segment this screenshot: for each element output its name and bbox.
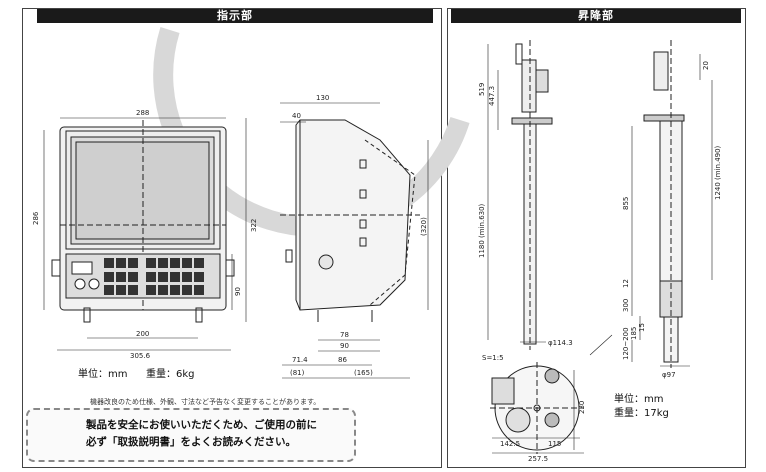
hoist-section-header: 昇降部	[451, 8, 741, 23]
indicator-frame	[22, 8, 442, 468]
plan-scale: S=1:5	[482, 354, 504, 362]
dim-447: 447.3	[488, 86, 496, 106]
dim-12: 12	[622, 279, 630, 288]
indicator-section-header: 指示部	[37, 8, 433, 23]
indicator-front-view	[51, 120, 235, 323]
spec-change-note: 機器改良のため仕様、外観、寸法など予告なく変更することがあります。	[90, 398, 321, 406]
indicator-weight: 重量：6kg	[146, 369, 195, 380]
dim-97: φ97	[662, 371, 676, 379]
dim-81: (81)	[290, 369, 305, 377]
hoist-plan-view	[490, 362, 584, 454]
dim-86: 86	[338, 356, 347, 364]
dim-855: 855	[622, 197, 630, 210]
dim-288: 288	[136, 109, 149, 117]
dim-320: (320)	[420, 217, 428, 236]
front-panel-buttons	[71, 258, 204, 295]
indicator-side-view	[280, 119, 420, 322]
hoist-side-dims	[589, 54, 713, 367]
dim-165: (165)	[354, 369, 373, 377]
warning-line-2: 必ず「取扱説明書」をよくお読みください。	[86, 436, 296, 448]
dim-305: 305.6	[130, 352, 151, 360]
indicator-dim-lines	[43, 117, 247, 351]
dim-257: 257.5	[528, 455, 548, 463]
dim-130: 130	[316, 94, 329, 102]
hoist-elevation-view	[511, 40, 553, 350]
dim-185: 185	[630, 327, 638, 340]
dim-40: 40	[292, 112, 301, 120]
dim-200: 200	[136, 330, 149, 338]
hoist-unit: 単位：mm	[614, 394, 664, 405]
plan-dims	[492, 370, 584, 454]
dim-322: 322	[250, 219, 258, 232]
dim-15: 15	[638, 323, 646, 332]
side-dim-lines	[280, 102, 429, 379]
dim-71: 71.4	[292, 356, 308, 364]
safety-warning-box	[26, 408, 356, 462]
hoist-weight: 重量：17kg	[614, 408, 669, 419]
dim-230: 230	[578, 401, 586, 414]
dim-78: 78	[340, 331, 349, 339]
dim-20: 20	[702, 61, 710, 70]
dim-286: 286	[32, 211, 40, 225]
hoist-elevation-dims	[487, 44, 546, 343]
watermark-arc	[153, 27, 470, 237]
dim-90-left: 90	[234, 287, 242, 296]
hoist-frame	[447, 8, 746, 468]
dim-142: 142.5	[500, 440, 520, 448]
dim-300: 300	[622, 299, 630, 312]
hoist-side-view	[643, 40, 685, 368]
dim-90-side: 90	[340, 342, 349, 350]
warning-line-1: 製品を安全にお使いいただくため、ご使用の前に	[86, 419, 317, 431]
dim-120: 120~200	[622, 327, 630, 360]
dim-114: φ114.3	[548, 339, 573, 347]
dim-519: 519	[478, 83, 486, 96]
dim-1180: 1180 (min.630)	[478, 203, 486, 258]
dim-1240: 1240 (min.490)	[714, 145, 722, 200]
indicator-unit: 単位：mm	[78, 369, 128, 380]
dim-115: 115	[548, 440, 561, 448]
